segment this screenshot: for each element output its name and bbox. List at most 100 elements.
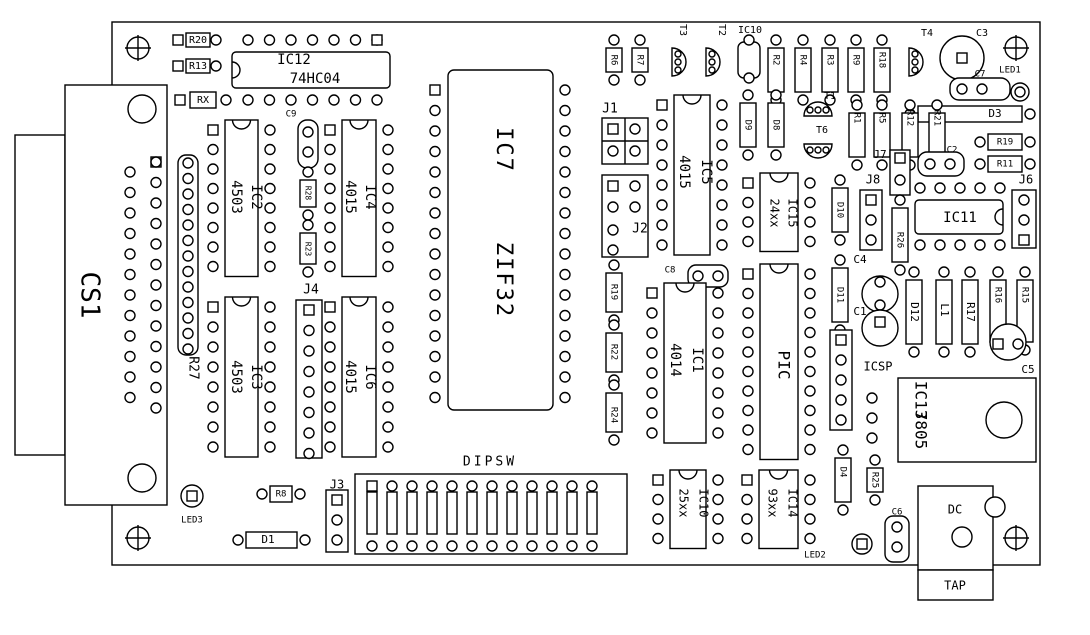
pin-pad [954, 239, 966, 251]
pin-pad [994, 239, 1006, 251]
pin-pad [559, 248, 571, 260]
pin-pad [656, 239, 668, 251]
pin-pad [182, 234, 194, 247]
dipsw-switch [486, 491, 498, 535]
pin-pad [324, 221, 336, 234]
pin-pad [974, 136, 986, 148]
pin-pad [150, 340, 162, 353]
label-led2: LED2 [804, 551, 826, 561]
pin-pad [232, 534, 244, 546]
pin-pad [182, 343, 194, 355]
label-c3: C3 [976, 28, 988, 39]
pin-pad [210, 34, 222, 46]
pin-pad [866, 392, 878, 404]
label-ic15-part: 24xx [768, 199, 782, 228]
pin-pad [851, 99, 863, 111]
label-c7: C7 [975, 70, 986, 80]
pin-pad [124, 350, 136, 363]
pin-pad [1024, 108, 1036, 120]
pin-pad [426, 480, 438, 492]
pin-pad [646, 307, 658, 319]
dipsw-switch [446, 491, 458, 535]
pin-pad [506, 480, 518, 492]
label-r1: R1 [852, 113, 862, 124]
pin-pad [264, 361, 276, 373]
label-r26: R26 [895, 232, 905, 248]
pin-pad [716, 239, 728, 251]
pin-pad-square [646, 287, 658, 299]
pin-pad [634, 74, 646, 86]
pin-pad [303, 427, 315, 439]
ic15-outline [759, 172, 799, 253]
pin-pad [894, 264, 906, 276]
pin-pad [426, 540, 438, 552]
pin-pad-square [366, 480, 378, 492]
label-r25: R25 [870, 472, 880, 488]
c6-body [884, 515, 910, 563]
r6-body [605, 47, 623, 73]
label-ic1: IC1 [689, 347, 705, 372]
label-dc: DC [948, 503, 962, 517]
label-r7: R7 [635, 55, 645, 66]
label-c8: C8 [665, 266, 676, 276]
pin-pad [303, 345, 315, 357]
pin-pad [150, 217, 162, 230]
label-r8: R8 [276, 490, 287, 500]
d10-body [831, 187, 849, 233]
pin-pad [303, 365, 315, 378]
pin-pad-square [324, 124, 336, 136]
pin-pad [559, 330, 571, 342]
pin-pad [607, 145, 619, 157]
pin-pad [586, 540, 598, 552]
pin-pad [446, 540, 458, 552]
pin-pad [874, 299, 886, 311]
ic4-outline-notch [349, 119, 369, 130]
pin-pad [652, 493, 664, 506]
pin-pad [382, 361, 394, 373]
pin-pad [607, 201, 619, 213]
r7-body [631, 47, 649, 73]
pin-pad [382, 241, 394, 253]
label-ic3-part: 4503 [228, 360, 244, 394]
pin-pad [876, 34, 888, 46]
pin-pad [264, 241, 276, 253]
ic5-outline [673, 94, 711, 256]
pin-pad [1012, 338, 1024, 350]
pin-pad [207, 401, 219, 413]
pin-pad [608, 319, 620, 331]
pin-pad [264, 341, 276, 353]
label-j8: J8 [866, 173, 880, 187]
pin-pad [264, 182, 276, 195]
pin-pad [742, 404, 754, 417]
pin-pad [712, 532, 724, 545]
ic3-outline-notch [231, 296, 252, 307]
pin-pad-square [331, 494, 343, 506]
pin-pad [835, 394, 847, 406]
pin-pad [646, 407, 658, 419]
pin-pad [559, 350, 571, 363]
label-ic10-bottom-part: 25xx [677, 489, 691, 518]
pin-pad [256, 488, 268, 500]
label-ic6: IC6 [362, 364, 378, 389]
label-j7: J7 [873, 148, 886, 161]
label-c2: C2 [947, 146, 958, 156]
label-ic12: IC12 [277, 52, 311, 68]
pin-pad [646, 327, 658, 339]
label-d10: D10 [835, 202, 845, 218]
dipsw-switch [386, 491, 398, 535]
pin-pad [712, 347, 724, 359]
pin-pad [904, 99, 916, 111]
label-cs1: CS1 [75, 272, 105, 319]
l1-body [935, 279, 953, 345]
pin-pad [242, 34, 254, 46]
pin-pad [264, 143, 276, 156]
pin-pad-square [856, 538, 868, 550]
pin-pad [716, 199, 728, 211]
pin-pad [804, 513, 816, 525]
pin-pad [207, 221, 219, 234]
pin-pad [851, 159, 863, 171]
pin-pad [220, 94, 232, 106]
label-ic3: IC3 [248, 364, 264, 389]
label-r17: R17 [964, 302, 977, 322]
pin-pad [324, 143, 336, 156]
